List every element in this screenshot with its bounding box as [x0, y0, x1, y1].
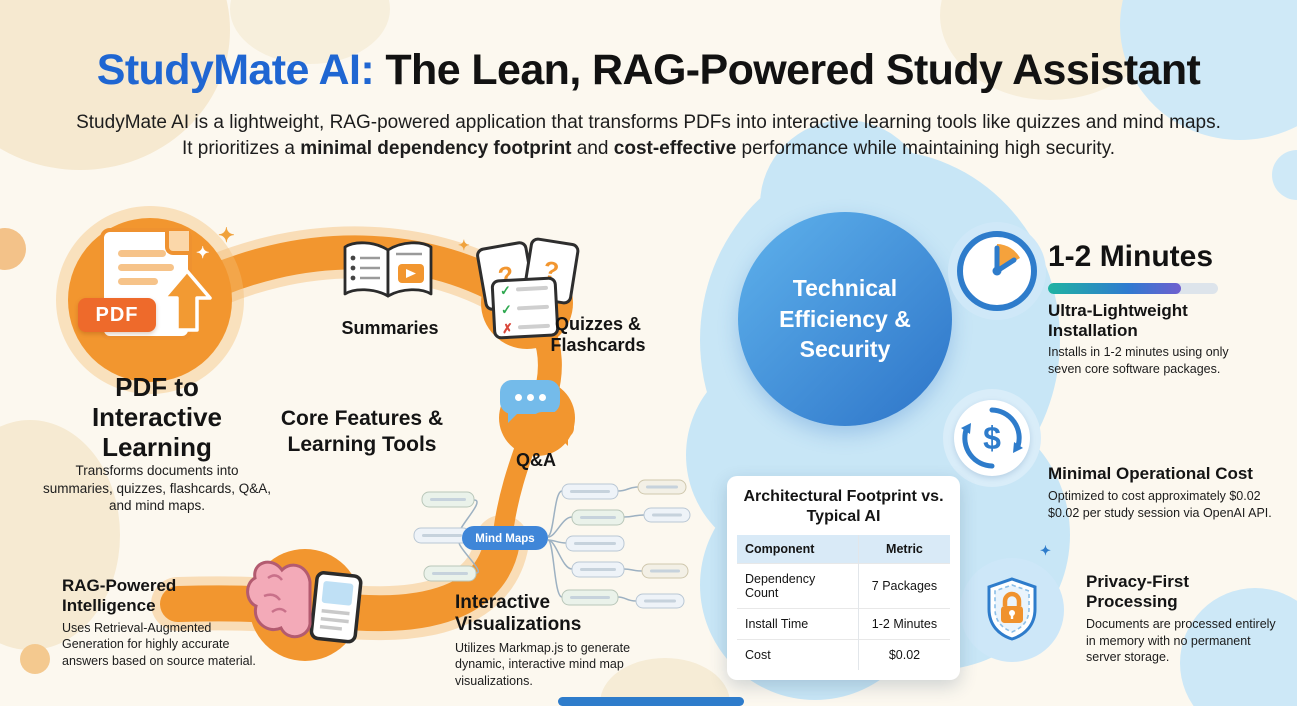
- install-time-headline: 1-2 Minutes: [1048, 240, 1214, 273]
- feature-title-cost: Minimal Operational Cost: [1048, 464, 1253, 483]
- technical-efficiency-bubble: Technical Efficiency & Security: [738, 212, 952, 426]
- bubble-label: Technical Efficiency & Security: [779, 275, 911, 363]
- comparison-table: Component Metric Dependency Count 7 Pack…: [737, 535, 950, 671]
- chat-bubbles-icon: [500, 380, 576, 446]
- label-core-features: Core Features & Learning Tools: [280, 407, 444, 457]
- decor-blob: [20, 644, 50, 674]
- dot: [538, 393, 546, 401]
- table-header-row: Component Metric: [737, 535, 950, 564]
- comparison-table-card: Architectural Footprint vs. Typical AI C…: [727, 476, 960, 681]
- cell-metric: 1-2 Minutes: [857, 608, 950, 640]
- label-summaries: Summaries: [341, 318, 439, 338]
- chat-bubble-orange-icon: [532, 412, 574, 446]
- label-qa: Q&A: [516, 450, 556, 470]
- mindmap-graphic: Mind Maps: [404, 470, 696, 632]
- shield-lock-icon: [960, 558, 1064, 662]
- subtitle-bold: cost-effective: [613, 138, 737, 160]
- pdf-badge: PDF: [78, 298, 156, 332]
- doc-line: [118, 250, 166, 257]
- chat-bubble-blue-icon: [500, 380, 560, 423]
- subtitle-bold: minimal dependency footprint: [300, 138, 572, 160]
- table-title: Architectural Footprint vs. Typical AI: [743, 488, 944, 525]
- open-book-icon: [343, 241, 433, 298]
- cell-metric: $0.02: [857, 639, 950, 671]
- feature-desc-privacy: Documents are processed entirely in memo…: [1086, 617, 1276, 664]
- decor-blob: [1272, 150, 1297, 200]
- pdf-upload-icon: PDF: [78, 224, 226, 364]
- book-icon: [336, 236, 440, 310]
- feature-desc-installation: Installs in 1-2 minutes using only seven…: [1048, 345, 1229, 376]
- brain-device-icon: [246, 548, 374, 656]
- subtitle-text: performance while maintaining high secur…: [736, 138, 1116, 160]
- sparkle-icon: ✦: [1040, 543, 1051, 558]
- dot: [514, 393, 522, 401]
- cell-component: Dependency Count: [737, 563, 859, 609]
- column-header-component: Component: [737, 535, 859, 564]
- cell-component: Cost: [737, 639, 859, 671]
- label-quizzes-flashcards: Quizzes & Flashcards: [550, 314, 646, 355]
- checklist-row: ✓: [499, 281, 549, 298]
- page-subtitle: StudyMate AI is a lightweight, RAG-power…: [69, 110, 1229, 162]
- dollar-icon: $: [943, 389, 1041, 487]
- page-title: StudyMate AI: The Lean, RAG-Powered Stud…: [0, 46, 1297, 95]
- dot: [526, 393, 534, 401]
- clock-icon: [957, 231, 1037, 311]
- text-line: [515, 285, 549, 292]
- text-line: [516, 304, 550, 311]
- decor-blob: [0, 228, 26, 270]
- mindmap-svg: Mind Maps: [413, 479, 691, 609]
- subtitle-text: StudyMate AI is a lightweight, RAG-power…: [76, 112, 1221, 160]
- progress-fill: [1048, 283, 1181, 294]
- refresh-arrows-icon: [961, 407, 1023, 469]
- subtitle-text: and: [571, 138, 614, 160]
- table-row: Dependency Count 7 Packages: [737, 563, 950, 609]
- cross-icon: ✗: [501, 320, 514, 336]
- mindmap-center-label: Mind Maps: [475, 533, 534, 545]
- feature-desc-rag-intelligence: Uses Retrieval-Augmented Generation for …: [62, 621, 256, 668]
- feature-desc-interactive-visualizations: Utilizes Markmap.js to generate dynamic,…: [455, 641, 631, 688]
- page-fold-icon: [165, 231, 189, 255]
- doc-line: [118, 278, 158, 285]
- table-row: Cost $0.02: [737, 639, 950, 671]
- feature-title-rag-intelligence: RAG-Powered Intelligence: [62, 576, 177, 616]
- column-header-metric: Metric: [857, 535, 950, 564]
- title-brand: StudyMate AI:: [96, 46, 375, 94]
- title-rest: The Lean, RAG-Powered Study Assistant: [374, 46, 1201, 94]
- shield-icon: [987, 577, 1037, 641]
- cell-metric: 7 Packages: [857, 563, 950, 609]
- feature-title-privacy: Privacy-First Processing: [1086, 572, 1189, 612]
- doc-line: [118, 264, 174, 271]
- sparkle-icon: ✦: [218, 225, 235, 247]
- table-row: Install Time 1-2 Minutes: [737, 608, 950, 640]
- feature-desc-cost: Optimized to cost approximately $0.02 $0…: [1048, 489, 1272, 520]
- feature-title-pdf-to-learning: PDF to Interactive Learning: [91, 372, 223, 463]
- upload-arrow-icon: [162, 269, 212, 332]
- feature-desc-pdf-to-learning: Transforms documents into summaries, qui…: [42, 463, 272, 514]
- feature-title-installation: Ultra-Lightweight Installation: [1048, 301, 1188, 341]
- cell-component: Install Time: [737, 608, 859, 640]
- check-icon: ✓: [500, 301, 513, 317]
- clock-face: [992, 244, 1020, 276]
- mindmap-center-node: [462, 526, 548, 550]
- check-icon: ✓: [499, 282, 512, 298]
- progress-bar: [1048, 283, 1218, 294]
- decor-bottom-bar: [558, 697, 744, 706]
- brain-icon: [246, 560, 363, 644]
- sparkle-icon: ✦: [196, 245, 210, 262]
- sparkle-icon: ✦: [458, 237, 470, 253]
- feature-title-interactive-visualizations: Interactive Visualizations: [455, 592, 582, 635]
